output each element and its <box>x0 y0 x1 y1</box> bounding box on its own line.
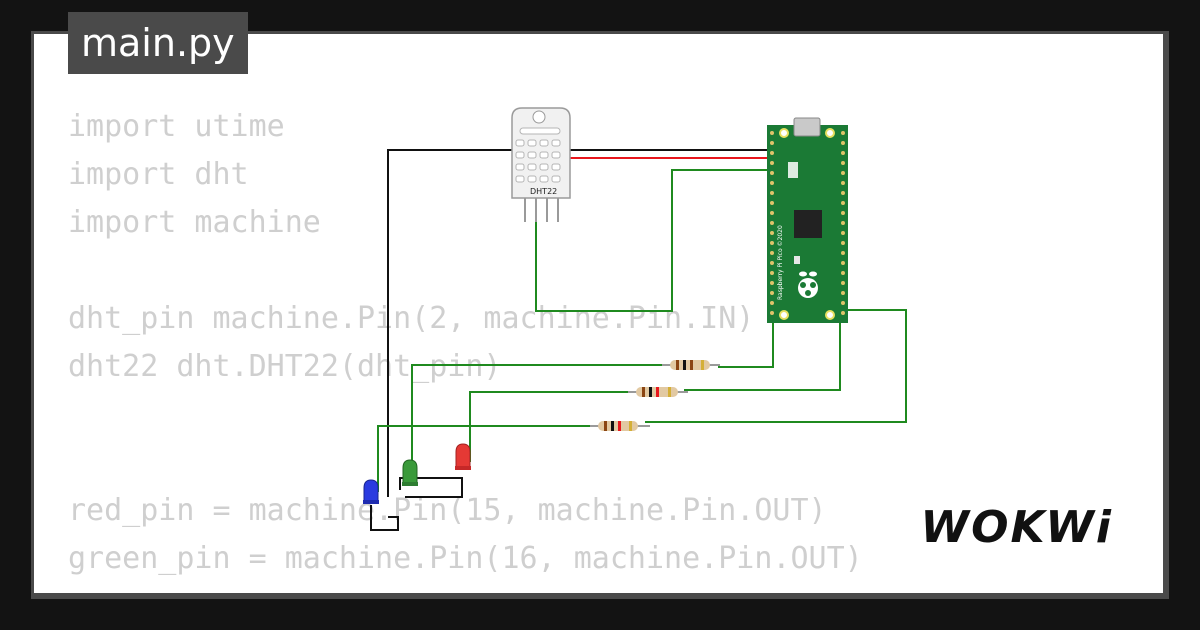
code-line: import dht <box>68 157 249 192</box>
dht22-sensor: DHT22 <box>511 107 571 222</box>
led-green <box>402 459 418 486</box>
wokwi-logo: WOKWi <box>920 502 1113 553</box>
wire-signal <box>377 169 907 492</box>
code-line: dht_pin machine.Pin(2, machine.Pin.IN) <box>68 301 755 336</box>
resistor-1 <box>662 360 720 370</box>
code-line: import machine <box>68 205 321 240</box>
raspberry-logo-icon <box>798 271 818 298</box>
circuit-diagram: DHT22 <box>363 107 907 531</box>
code-line: red_pin = machine.Pin(15, machine.Pin.OU… <box>68 493 827 528</box>
board-label: Raspberry Pi Pico ©2020 <box>777 225 784 300</box>
code-line: green_pin = machine.Pin(16, machine.Pin.… <box>68 541 863 576</box>
pico-board: Raspberry Pi Pico ©2020 <box>767 117 848 323</box>
filename-tab[interactable]: main.py <box>68 12 248 74</box>
wire-ground <box>370 149 775 531</box>
code-line: dht22 dht.DHT22(dht_pin) <box>68 349 502 384</box>
code-background: import utime import dht import machine dht_… <box>68 103 863 593</box>
sensor-label: DHT22 <box>530 187 557 196</box>
led-blue <box>363 479 379 504</box>
code-line: blue_pin = machine.Pin(17, machine.Pin.O… <box>68 583 863 593</box>
preview-card: import utime import dht import machine dht_… <box>33 33 1167 597</box>
code-line: import utime <box>68 109 285 144</box>
resistor-2 <box>628 387 688 397</box>
led-red <box>455 443 471 470</box>
resistor-3 <box>590 421 650 431</box>
